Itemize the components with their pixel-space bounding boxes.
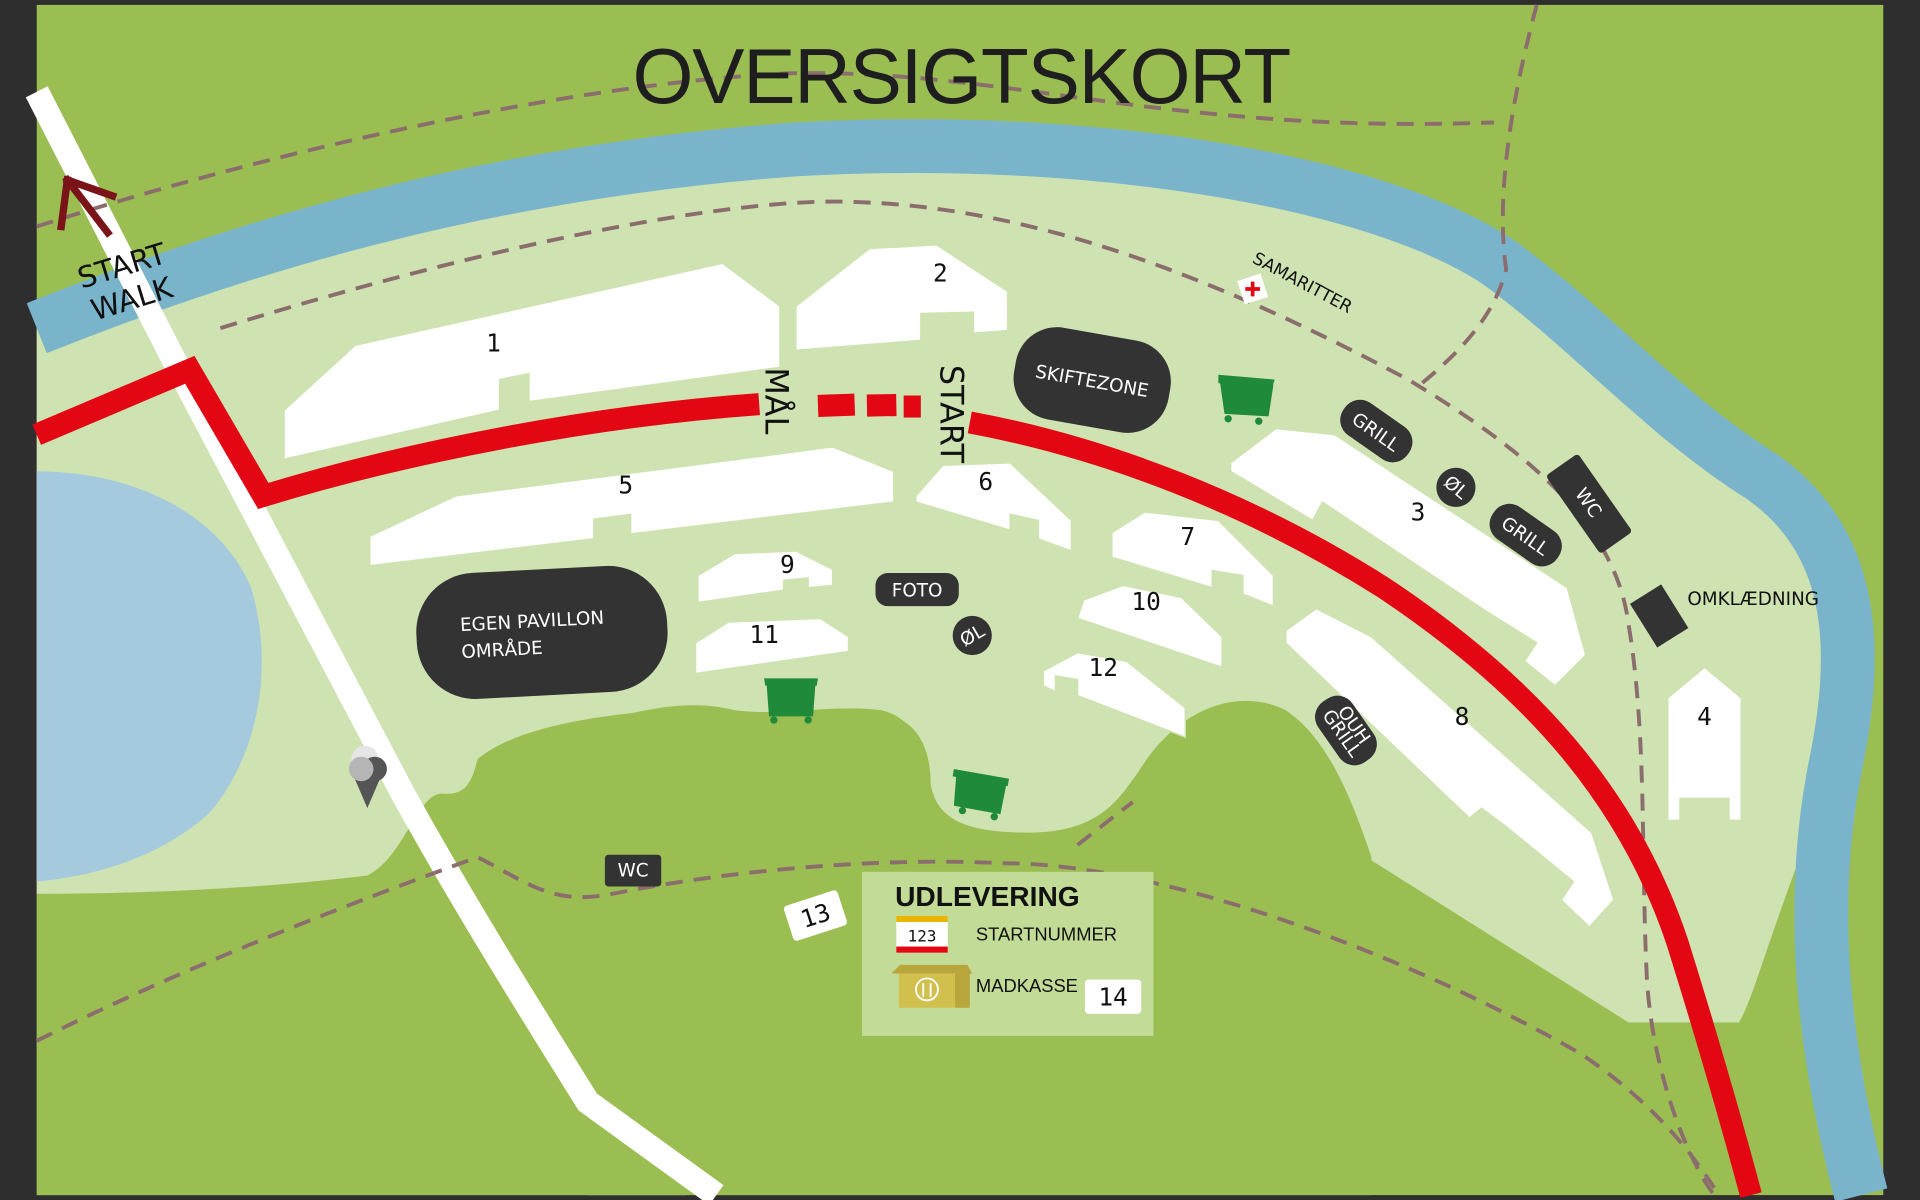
foto-zone[interactable]: FOTO [875,573,959,607]
svg-text:4: 4 [1697,702,1712,731]
svg-text:1: 1 [486,328,501,357]
tent-1[interactable]: 1 [283,262,781,461]
svg-text:WC: WC [618,861,649,882]
svg-text:5: 5 [618,470,633,499]
tent-13[interactable]: 13 [783,889,848,941]
ouh-grill[interactable]: OUH GRILL [1308,688,1384,772]
tent-9[interactable]: 9 [697,550,834,604]
svg-text:FOTO: FOTO [892,580,943,601]
omklaedning[interactable]: OMKLÆDNING [1629,584,1819,648]
road [25,86,724,1200]
tent-2[interactable]: 2 [795,244,1009,351]
svg-text:14: 14 [1098,982,1127,1011]
svg-text:OMKLÆDNING: OMKLÆDNING [1687,589,1819,610]
madkasse-label: MADKASSE [976,975,1078,996]
skiftezone[interactable]: SKIFTEZONE [1007,321,1178,440]
startnummer-label: STARTNUMMER [976,923,1117,944]
wc-2[interactable]: WC [604,854,662,887]
tent-6[interactable]: 6 [915,462,1073,553]
bib-number-icon: 123 [896,915,948,953]
svg-text:12: 12 [1089,653,1118,682]
arrow-up-left-icon [57,174,118,238]
start-label: START [932,365,970,464]
svg-text:9: 9 [780,550,795,579]
lake [36,471,262,882]
svg-text:2: 2 [933,259,948,288]
svg-text:OMRÅDE: OMRÅDE [461,637,543,663]
first-aid-cross-icon [1245,281,1260,297]
river [26,119,1888,1200]
wc-1[interactable]: WC [1546,453,1633,554]
running-route [32,355,1762,1198]
tent-14[interactable]: 14 [1084,979,1142,1014]
woods [36,700,1372,1196]
tent-7[interactable]: 7 [1111,511,1275,608]
tent-8[interactable]: 8 [1284,607,1615,928]
recycling-bin-icon [952,768,1009,821]
tent-3[interactable]: 3 [1229,427,1587,687]
svg-text:11: 11 [749,620,778,649]
udlevering-panel[interactable]: UDLEVERING 123 STARTNUMMER MADKASSE 14 [862,871,1154,1036]
egen-pavillon-omraade[interactable]: EGEN PAVILLON OMRÅDE [413,563,670,702]
food-box-icon [891,964,973,1008]
svg-text:6: 6 [978,467,993,496]
recycling-bin-icon [764,678,818,724]
beer-stand-2[interactable]: ØL [1436,467,1476,507]
svg-text:7: 7 [1180,522,1195,551]
tent-11[interactable]: 11 [694,617,850,675]
svg-text:8: 8 [1455,702,1470,731]
footpaths [35,4,1716,1197]
recycling-bin-icon [1218,374,1275,425]
tent-4[interactable]: 4 [1667,666,1742,822]
svg-text:123: 123 [908,927,937,946]
tent-10[interactable]: 10 [1076,584,1223,669]
svg-text:10: 10 [1131,587,1160,616]
ice-cream-icon [348,745,387,809]
map-title: OVERSIGTSKORT [632,32,1290,120]
beer-stand-1[interactable]: ØL [952,615,992,656]
svg-text:3: 3 [1411,497,1426,526]
finish-label: MÅL [757,367,795,434]
tent-12[interactable]: 12 [1042,651,1187,739]
tent-5[interactable]: 5 [369,446,895,567]
udlevering-title: UDLEVERING [895,881,1080,912]
